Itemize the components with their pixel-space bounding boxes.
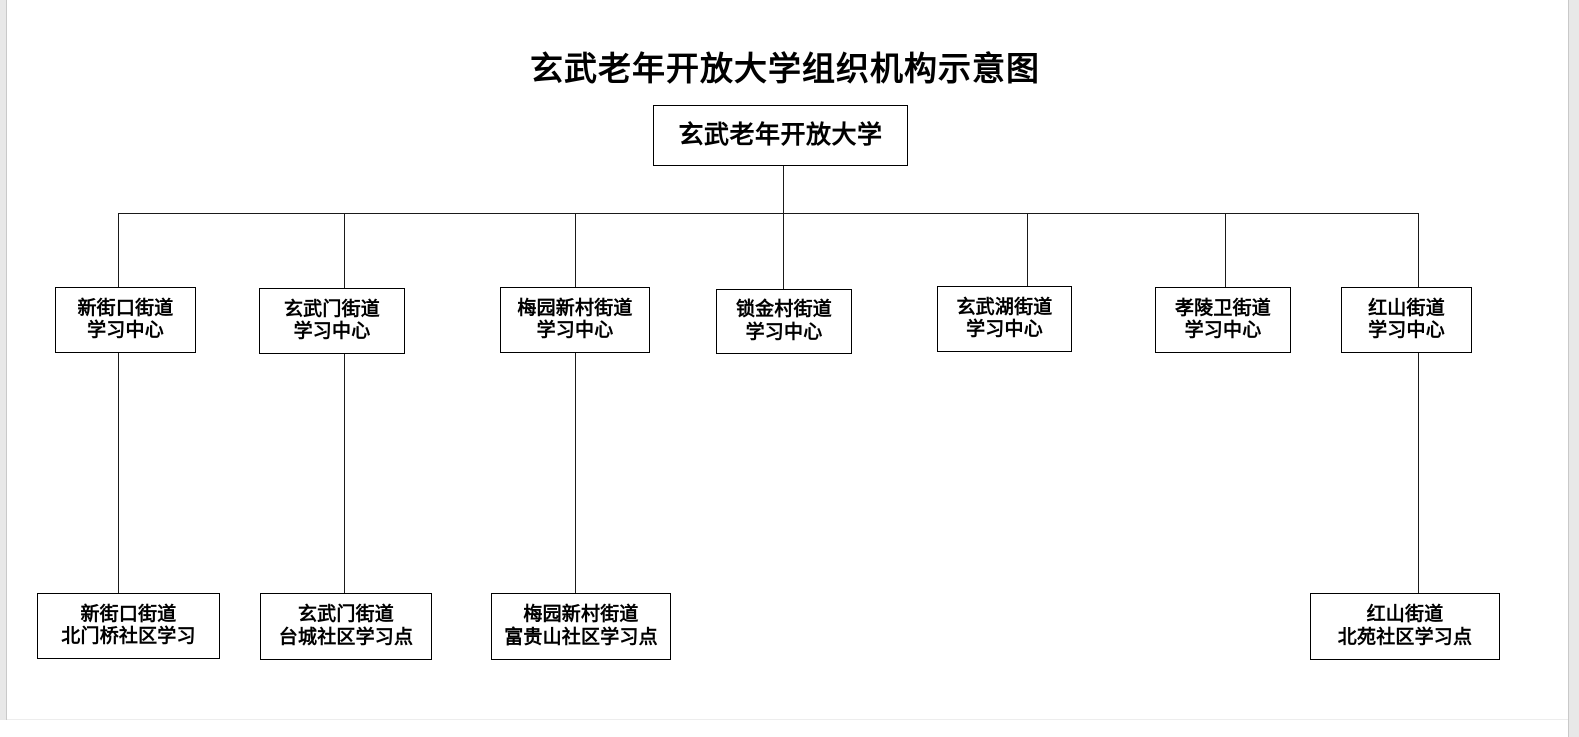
node-label-line2: 北苑社区学习点 (1337, 626, 1473, 648)
node-label-line1: 红山街道 (1366, 604, 1444, 626)
node-label-line2: 富贵山社区学习点 (504, 626, 658, 648)
node-label-line2: 学习中心 (293, 321, 371, 342)
node-center-xuanwumen[interactable]: 玄武门街道 学习中心 (259, 288, 405, 354)
node-center-hongshan[interactable]: 红山街道 学习中心 (1341, 287, 1472, 353)
connector-drop-2 (344, 213, 346, 288)
connector-drop-1 (118, 213, 120, 287)
node-center-meiyuanxincun[interactable]: 梅园新村街道 学习中心 (500, 287, 650, 353)
node-center-xuanwuhu[interactable]: 玄武湖街道 学习中心 (937, 286, 1072, 352)
node-center-xiaolingwei[interactable]: 孝陵卫街道 学习中心 (1155, 287, 1291, 353)
connector-drop-6 (1225, 213, 1227, 287)
node-label-line1: 玄武门街道 (297, 604, 394, 626)
page-title-text: 玄武老年开放大学组织机构示意图 (530, 52, 1040, 88)
connector-leaf-2 (344, 354, 346, 593)
node-label-line2: 学习中心 (1368, 320, 1445, 341)
node-label-line1: 锁金村街道 (735, 299, 832, 321)
connector-leaf-1 (118, 353, 120, 593)
page-title: 玄武老年开放大学组织机构示意图 (8, 42, 1568, 90)
connector-root-stem (783, 166, 785, 214)
node-label-line1: 孝陵卫街道 (1174, 297, 1271, 319)
node-label-line2: 学习中心 (966, 319, 1043, 340)
node-root-label: 玄武老年开放大学 (678, 121, 883, 149)
node-label-line1: 梅园新村街道 (523, 604, 639, 626)
node-leaf-fuguishan[interactable]: 梅园新村街道 富贵山社区学习点 (491, 593, 671, 660)
node-leaf-beiyuan[interactable]: 红山街道 北苑社区学习点 (1310, 593, 1500, 660)
window-left-edge (0, 0, 7, 720)
chart-canvas: 玄武老年开放大学组织机构示意图 玄武老年开放大学 新街口街道 学习中心 玄武门街… (8, 0, 1568, 719)
node-label-line1: 新街口街道 (80, 603, 177, 625)
connector-leaf-4 (1418, 353, 1420, 593)
connector-drop-7 (1418, 213, 1420, 287)
connector-bus (118, 213, 1418, 215)
connector-drop-4 (783, 213, 785, 289)
node-leaf-beimenqiao[interactable]: 新街口街道 北门桥社区学习 (37, 593, 220, 659)
node-label-line1: 玄武湖街道 (956, 296, 1053, 318)
node-label-line1: 红山街道 (1368, 297, 1445, 319)
node-label-line1: 梅园新村街道 (517, 297, 633, 319)
node-label-line2: 台城社区学习点 (278, 626, 414, 648)
window-bottom-rule (7, 719, 1568, 720)
node-root[interactable]: 玄武老年开放大学 (653, 105, 908, 166)
node-center-suojincun[interactable]: 锁金村街道 学习中心 (716, 289, 852, 354)
node-label-line1: 玄武门街道 (283, 298, 380, 320)
node-label-line1: 新街口街道 (77, 297, 174, 319)
node-center-xinjiekou[interactable]: 新街口街道 学习中心 (55, 287, 196, 353)
node-label-line2: 学习中心 (536, 320, 614, 341)
node-label-line2: 学习中心 (87, 320, 164, 341)
connector-drop-3 (575, 213, 577, 287)
node-leaf-taicheng[interactable]: 玄武门街道 台城社区学习点 (260, 593, 432, 660)
connector-drop-5 (1027, 213, 1029, 286)
node-label-line2: 北门桥社区学习 (61, 626, 196, 647)
node-label-line2: 学习中心 (1184, 320, 1262, 341)
node-label-line2: 学习中心 (745, 321, 823, 343)
connector-leaf-3 (575, 353, 577, 593)
window-right-edge (1568, 0, 1579, 737)
